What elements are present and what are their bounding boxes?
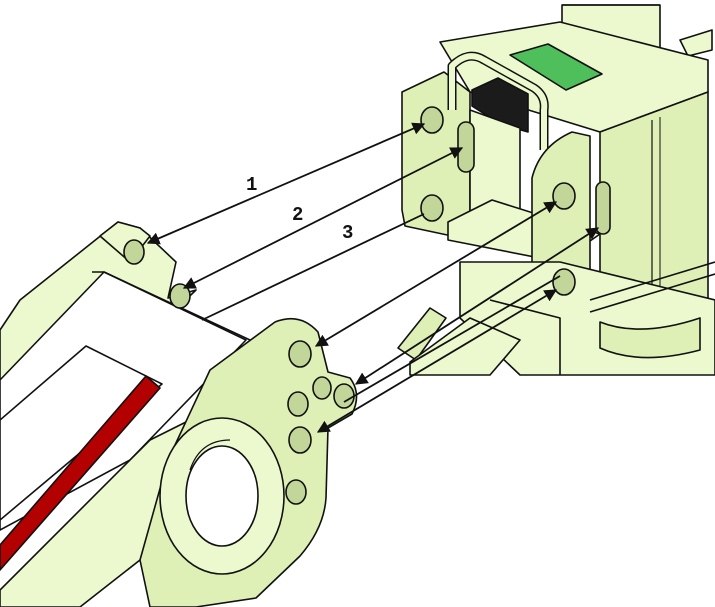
arrow-right-bottom [316, 289, 558, 433]
arm-recess [0, 345, 163, 521]
arm-near-hole-right [333, 383, 355, 409]
callout-label-3: 3 [342, 222, 353, 244]
arm-far-hole-1 [123, 239, 145, 265]
upper-slot-2 [457, 121, 475, 173]
callout-label-2: 2 [292, 204, 303, 226]
arm-near-hole-bottom [285, 479, 307, 505]
right-slot [595, 181, 611, 235]
right-hole-bottom [552, 268, 576, 296]
callout-label-1: 1 [246, 174, 257, 196]
lower-arm-assembly [0, 221, 358, 607]
arm-near-hole-mid-left [287, 391, 309, 417]
arrow-right-extra [343, 275, 561, 403]
clamp-block [471, 77, 529, 133]
arm-near-hole-top [288, 340, 312, 368]
right-hole-top [552, 182, 576, 210]
arrow-1 [146, 122, 426, 245]
green-label-plate [509, 43, 603, 91]
upper-hole-3 [420, 194, 444, 222]
arm-near-hole-lower [288, 426, 312, 454]
arm-near-hole-mid [312, 376, 332, 400]
pipe-fitting [679, 29, 713, 57]
arm-far-hole-2 [169, 283, 191, 309]
upper-hole-1 [420, 106, 444, 134]
eye-hole [185, 445, 259, 547]
arrow-3 [201, 213, 425, 321]
red-stripe [0, 375, 161, 571]
connection-arrows [146, 122, 600, 433]
